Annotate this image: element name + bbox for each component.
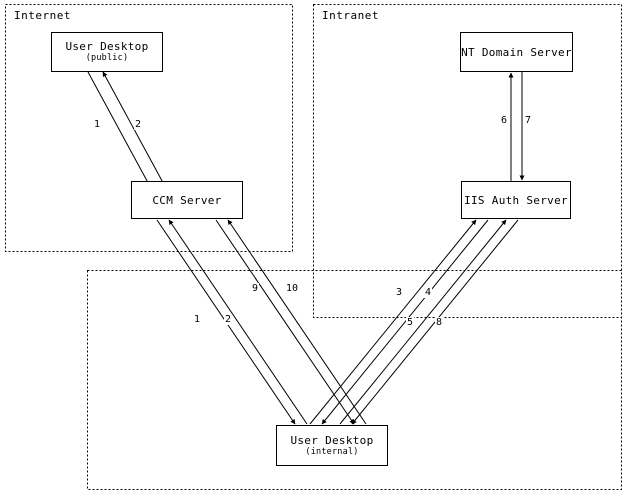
edge-label-9-ccm: 9 — [251, 283, 260, 294]
edge-label-1-internal: 1 — [193, 314, 202, 325]
line-1-internal-to-ccm — [168, 219, 308, 425]
node-ccm-server-title: CCM Server — [152, 193, 222, 207]
node-nt-domain-server-title: NT Domain Server — [461, 45, 572, 59]
edge-label-3-iis: 3 — [395, 287, 404, 298]
edge-label-6-domain: 6 — [500, 115, 509, 126]
edge-label-10-ccm: 10 — [285, 283, 300, 294]
edge-label-1-public: 1 — [93, 119, 102, 130]
node-ccm-server[interactable]: CCM Server — [131, 181, 243, 219]
node-iis-auth-server-title: IIS Auth Server — [464, 193, 568, 207]
edge-label-4-iis: 4 — [424, 287, 433, 298]
node-user-desktop-public[interactable]: User Desktop (public) — [51, 32, 163, 72]
zone-borders — [5, 4, 622, 490]
edge-label-8-iis: 8 — [435, 317, 444, 328]
node-user-desktop-internal[interactable]: User Desktop (internal) — [276, 425, 388, 466]
line-3-internal-to-iis — [309, 219, 477, 425]
edge-label-5-iis: 5 — [406, 317, 415, 328]
edge-label-2-public: 2 — [134, 119, 143, 130]
connection-lines — [87, 71, 525, 425]
node-user-desktop-public-title: User Desktop — [65, 40, 149, 53]
edge-label-2-internal: 2 — [224, 314, 233, 325]
zone-label-intranet: Intranet — [322, 9, 379, 22]
node-iis-auth-server[interactable]: IIS Auth Server — [461, 181, 571, 219]
node-nt-domain-server[interactable]: NT Domain Server — [460, 32, 573, 72]
zone-intranet-border — [313, 4, 622, 318]
zone-internal-border — [87, 270, 622, 490]
edge-label-7-domain: 7 — [524, 115, 533, 126]
line-5-internal-to-iis — [339, 219, 507, 425]
node-user-desktop-internal-title: User Desktop — [290, 433, 374, 447]
line-10-ccm-to-internal — [215, 219, 355, 425]
node-user-desktop-internal-subtitle: (internal) — [305, 446, 359, 457]
line-4-iis-to-internal — [321, 219, 489, 425]
line-9-internal-to-ccm — [227, 219, 367, 425]
zone-internet-border — [5, 4, 293, 252]
node-user-desktop-public-subtitle: (public) — [85, 53, 129, 63]
zone-label-internet: Internet — [14, 9, 71, 22]
